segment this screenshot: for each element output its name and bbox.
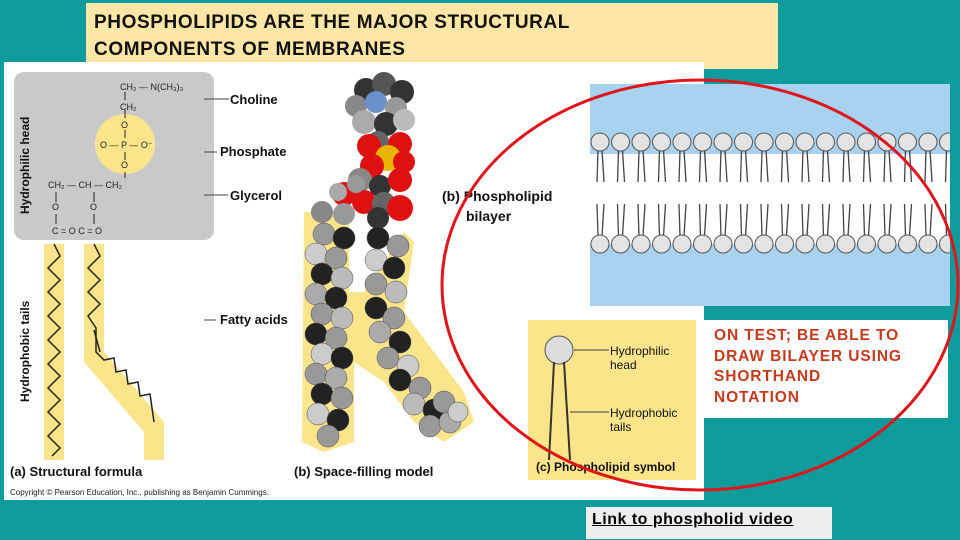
slide-title: PHOSPHOLIPIDS ARE THE MAJOR STRUCTURAL C…	[86, 3, 778, 69]
symbol-tails-label-2: tails	[610, 420, 632, 434]
structure-o-3: O	[52, 202, 60, 212]
bilayer-svg	[590, 84, 958, 306]
copyright-text: Copyright © Pearson Education, Inc., pub…	[10, 488, 269, 497]
bilayer-head-bottom	[775, 234, 794, 254]
fatty-acid-chain-2	[364, 226, 469, 438]
tail-zigzag-1	[46, 243, 62, 457]
bilayer-head-bottom	[672, 234, 692, 254]
test-note-line-1: ON TEST; BE ABLE TO	[714, 327, 900, 344]
choline-label: Choline	[230, 92, 278, 107]
phosphate-highlight	[95, 114, 155, 174]
bilayer-head-bottom	[713, 234, 733, 254]
test-note-line-3: SHORTHAND	[714, 368, 822, 385]
bilayer-head-top	[775, 132, 794, 152]
test-note-line-4: NOTATION	[714, 388, 800, 406]
bilayer-head-top	[918, 132, 938, 152]
bilayer-head-top	[693, 132, 712, 152]
bilayer-diagram	[590, 84, 958, 306]
bilayer-head-bottom	[590, 234, 610, 254]
bilayer-head-top	[795, 132, 815, 152]
bilayer-head-bottom	[693, 234, 712, 254]
structure-carbonyl-row: C = O C = O	[52, 226, 103, 236]
caption-symbol: (c) Phospholipid symbol	[536, 460, 676, 474]
bilayer-caption-1: (b) Phospholipid	[442, 188, 553, 204]
symbol-head-label-2: head	[610, 358, 637, 372]
bilayer-head-bottom	[877, 234, 897, 254]
hydrophilic-head-label: Hydrophilic head	[18, 116, 32, 214]
bilayer-head-bottom	[795, 234, 815, 254]
caption-space-filling: (b) Space-filling model	[294, 464, 434, 479]
space-filling-model	[311, 72, 415, 229]
glycerol-label: Glycerol	[230, 188, 283, 203]
bilayer-head-bottom	[816, 234, 835, 254]
bilayer-head-top	[816, 132, 835, 152]
bilayer-head-bottom	[631, 234, 651, 254]
bilayer-head-top	[652, 132, 671, 152]
title-line-1: PHOSPHOLIPIDS ARE THE MAJOR STRUCTURAL	[94, 12, 571, 33]
bilayer-head-bottom	[898, 234, 917, 254]
structure-o-1: O	[121, 120, 129, 130]
structure-row-ch2: CH₂	[120, 102, 137, 112]
tail-band-1	[44, 244, 64, 460]
bilayer-head-top	[631, 132, 651, 152]
bilayer-head-bottom	[611, 234, 630, 254]
bilayer-head-top	[857, 132, 876, 152]
fatty-acid-chain-1	[304, 222, 356, 448]
bilayer-head-bottom	[918, 234, 938, 254]
tail-zigzag-2	[86, 243, 155, 423]
symbol-head	[544, 335, 574, 365]
bilayer-head-bottom	[734, 234, 753, 254]
bilayer-caption-2: bilayer	[466, 208, 512, 224]
bilayer-head-top	[754, 132, 774, 152]
bilayer-head-top	[590, 132, 610, 152]
bilayer-head-top	[877, 132, 897, 152]
fatty-acids-label: Fatty acids	[220, 312, 288, 327]
bilayer-head-bottom	[857, 234, 876, 254]
bilayer-head-top	[713, 132, 733, 152]
bilayer-head-bottom	[652, 234, 671, 254]
phosphate-label: Phosphate	[220, 144, 287, 159]
symbol-head-label-1: Hydrophilic	[610, 344, 670, 358]
bilayer-head-bottom	[836, 234, 856, 254]
bilayer-head-top	[898, 132, 917, 152]
caption-structural-formula: (a) Structural formula	[10, 464, 143, 479]
bilayer-head-top	[836, 132, 856, 152]
title-line-2: COMPONENTS OF MEMBRANES	[94, 39, 406, 60]
structure-row-choline: CH₂ — N(CH₃)₃	[120, 82, 184, 92]
structure-phosphate-row: O — P — O⁻	[100, 140, 153, 150]
structure-glycerol-row: CH₂ — CH — CH₂	[48, 180, 122, 190]
bilayer-head-top	[611, 132, 630, 152]
bilayer-head-top	[734, 132, 753, 152]
symbol-tails-label-1: Hydrophobic	[610, 406, 678, 420]
video-link[interactable]: Link to phospholid video	[586, 507, 832, 539]
tail-band-2	[84, 244, 164, 460]
bilayer-head-top	[672, 132, 692, 152]
structure-o-4: O	[90, 202, 98, 212]
test-note-line-2: DRAW BILAYER USING	[714, 347, 902, 365]
structure-o-2: O	[121, 160, 129, 170]
bilayer-head-bottom	[754, 234, 774, 254]
hydrophobic-tails-label: Hydrophobic tails	[18, 300, 32, 402]
test-note: ON TEST; BE ABLE TO DRAW BILAYER USING S…	[704, 320, 948, 418]
